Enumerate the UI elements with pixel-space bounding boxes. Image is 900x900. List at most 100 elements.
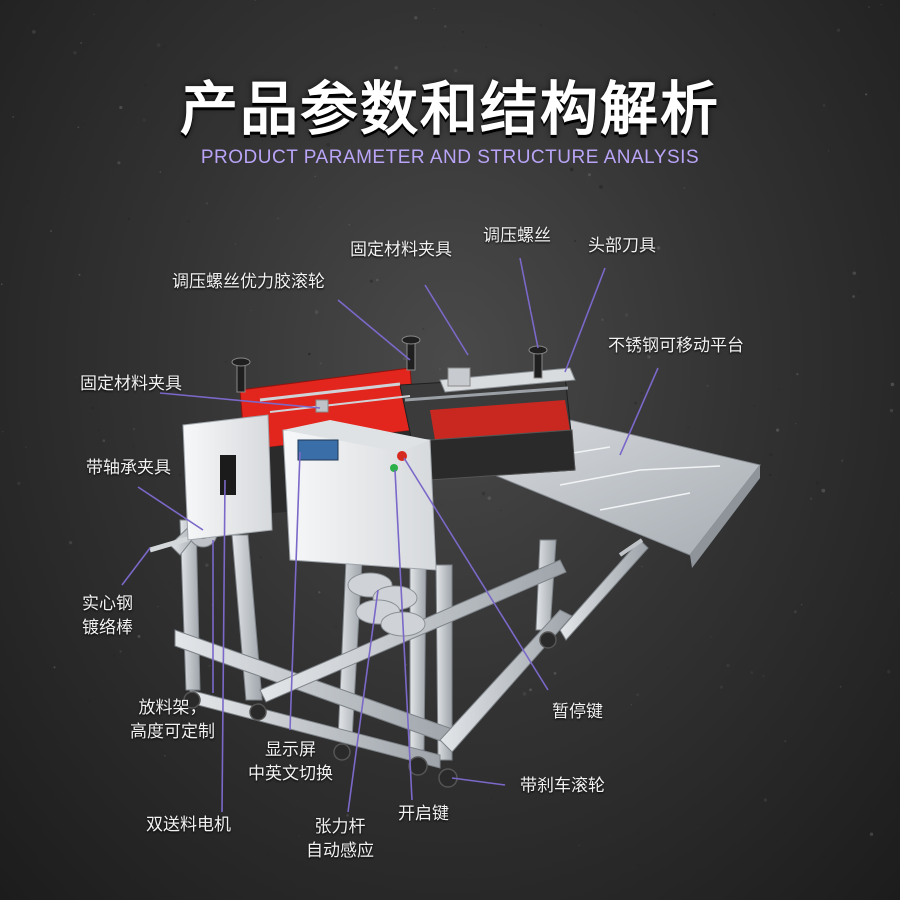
chalk-speck (746, 449, 748, 452)
chalk-speck (157, 605, 159, 608)
chalk-speck (267, 852, 271, 856)
callout-head-knife-label: 头部刀具 (588, 236, 656, 256)
chalk-speck (53, 666, 56, 669)
chalk-speck (261, 853, 265, 857)
chalk-speck (112, 653, 117, 658)
chalk-speck (553, 672, 557, 675)
chalk-speck (592, 66, 594, 68)
chalk-speck (498, 20, 500, 23)
chalk-speck (316, 314, 317, 316)
chalk-speck (795, 422, 797, 425)
chalk-speck (40, 689, 43, 692)
chalk-speck (667, 667, 670, 670)
chalk-speck (597, 826, 599, 828)
chalk-speck (124, 675, 127, 678)
chalk-speck (50, 230, 53, 233)
callout-tension-bar-line1: 张力杆 (314, 817, 366, 837)
chalk-speck (1, 430, 4, 433)
callout-display: 显示屏 中英文切换 (248, 738, 333, 786)
chalk-speck (278, 553, 280, 555)
chalk-speck (588, 6, 590, 8)
chalk-speck (462, 30, 464, 33)
chalk-speck (609, 244, 613, 248)
chalk-speck (715, 661, 717, 663)
chalk-speck (650, 244, 655, 249)
chalk-speck (375, 278, 379, 282)
page-title: 产品参数和结构解析 (179, 75, 720, 143)
control-cabinet (282, 420, 437, 571)
chalk-speck (77, 126, 80, 129)
chalk-speck (759, 250, 761, 252)
chalk-speck (132, 427, 136, 431)
chalk-speck (259, 556, 262, 559)
chalk-speck (438, 367, 441, 371)
chalk-speck (890, 382, 895, 387)
chalk-speck (97, 429, 100, 432)
callout-solid-steel-rod-line2: 镀络棒 (82, 618, 133, 638)
chalk-speck (630, 704, 633, 706)
chalk-speck (127, 217, 131, 220)
chalk-speck (846, 135, 848, 137)
chalk-speck (254, 0, 257, 2)
callout-solid-steel-rod: 实心钢 镀络棒 (82, 592, 133, 640)
chalk-speck (93, 363, 96, 366)
chalk-speck (80, 41, 83, 44)
callout-pause-key-label: 暂停键 (552, 702, 603, 722)
chalk-speck (119, 650, 122, 653)
chalk-speck (433, 7, 435, 9)
chalk-speck (447, 814, 451, 818)
chalk-speck (828, 150, 830, 152)
chalk-speck (250, 309, 252, 312)
chalk-speck (538, 94, 539, 96)
chalk-speck (78, 273, 81, 276)
callout-display-line1: 显示屏 (265, 740, 316, 760)
chalk-speck (444, 25, 447, 28)
callout-pause-key: 暂停键 (552, 700, 603, 724)
chalk-speck (298, 835, 301, 838)
chalk-speck (638, 832, 641, 835)
chalk-speck (146, 0, 150, 3)
chalk-speck (809, 497, 813, 500)
chalk-speck (0, 283, 3, 286)
chalk-speck (159, 171, 162, 173)
chalk-speck (667, 117, 670, 120)
chalk-speck (490, 798, 492, 800)
chalk-speck (124, 146, 126, 148)
chalk-speck (696, 869, 699, 873)
callout-brake-wheel-label: 带刹车滚轮 (520, 776, 605, 796)
chalk-speck (32, 30, 36, 34)
callout-head-knife: 头部刀具 (588, 234, 656, 258)
chalk-speck (599, 185, 603, 189)
chalk-speck (778, 388, 780, 391)
callout-stainless-platform: 不锈钢可移动平台 (608, 334, 744, 358)
chalk-speck (316, 288, 318, 290)
chalk-speck (786, 150, 788, 151)
chalk-speck (318, 591, 321, 594)
chalk-speck (608, 835, 610, 838)
callout-tension-bar-line2: 自动感应 (306, 841, 374, 861)
chalk-speck (815, 481, 820, 485)
chalk-speck (647, 355, 651, 359)
chalk-speck (867, 717, 872, 721)
chalk-speck (305, 626, 307, 628)
chalk-speck (549, 106, 551, 108)
chalk-speck (287, 823, 289, 825)
chalk-speck (822, 104, 826, 107)
chalk-speck (399, 859, 401, 861)
chalk-speck (156, 43, 161, 47)
callout-roller-label: 调压螺丝优力胶滚轮 (172, 272, 325, 292)
chalk-speck (641, 566, 643, 568)
chalk-speck (687, 426, 690, 429)
chalk-speck (243, 863, 246, 866)
chalk-speck (858, 291, 861, 294)
chalk-speck (142, 118, 146, 122)
chalk-speck (162, 45, 167, 49)
chalk-speck (485, 46, 488, 49)
chalk-speck (887, 669, 891, 674)
chalk-speck (87, 699, 91, 703)
chalk-speck (800, 603, 803, 606)
chalk-speck (453, 68, 458, 73)
chalk-speck (348, 223, 351, 226)
chalk-speck (319, 206, 321, 209)
chalk-speck (889, 408, 894, 413)
